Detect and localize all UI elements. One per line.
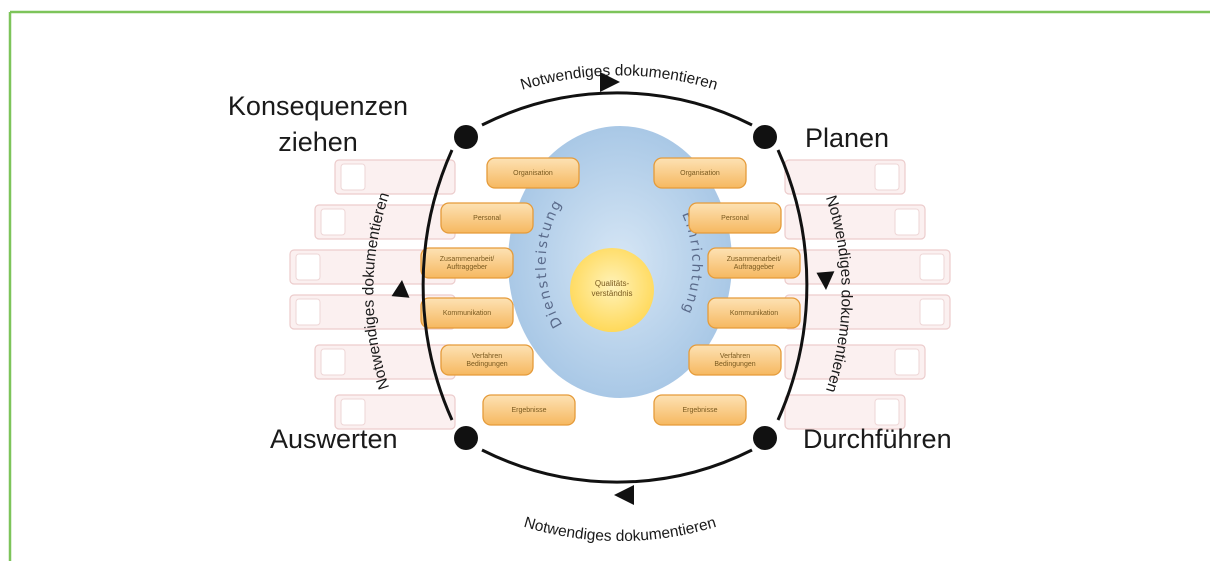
arc-label-top: Notwendiges dokumentieren	[519, 62, 720, 93]
boxes-left: OrganisationPersonalZusammenarbeit/Auftr…	[420, 157, 580, 426]
background-book	[784, 204, 926, 240]
dot-top-right	[753, 125, 777, 149]
cycle-arc-right	[776, 149, 809, 421]
category-box-label: Zusammenarbeit/Auftraggeber	[440, 256, 495, 271]
category-box: Kommunikation	[707, 297, 801, 329]
category-box-label: Organisation	[513, 170, 553, 177]
arrow-bottom	[614, 485, 634, 505]
dot-bottom-right	[753, 426, 777, 450]
center-core-label: Qualitäts-verständnis	[592, 279, 633, 298]
background-book	[784, 249, 951, 285]
background-books	[289, 159, 951, 430]
cycle-arc-left	[421, 149, 454, 421]
stage-label-bottom-right: Durchführen	[803, 424, 952, 454]
arrow-right	[816, 271, 835, 290]
category-box-label: Zusammenarbeit/Auftraggeber	[727, 256, 782, 271]
stage-label-bottom-left: Auswerten	[270, 424, 398, 454]
category-box-label: Organisation	[680, 170, 720, 177]
dot-bottom-left	[454, 426, 478, 450]
arrow-top	[600, 72, 620, 92]
dot-top-left	[454, 125, 478, 149]
category-box: Personal	[688, 202, 782, 234]
category-box-label: Kommunikation	[443, 310, 491, 317]
arc-label-bottom: Notwendiges dokumentieren	[522, 514, 718, 545]
background-book	[334, 159, 456, 195]
arrow-left	[391, 280, 410, 298]
category-box-label: Ergebnisse	[682, 407, 717, 414]
category-box: Ergebnisse	[653, 394, 747, 426]
background-book	[784, 344, 926, 380]
background-book	[784, 394, 906, 430]
background-book	[784, 294, 951, 330]
cycle-arc-bottom	[481, 448, 753, 484]
background-book	[784, 159, 906, 195]
category-box-label: Personal	[473, 215, 501, 222]
category-box: Zusammenarbeit/Auftraggeber	[420, 247, 514, 279]
background-book	[334, 394, 456, 430]
boxes-right: OrganisationPersonalZusammenarbeit/Auftr…	[653, 157, 801, 426]
category-box-label: Personal	[721, 215, 749, 222]
category-box: Zusammenarbeit/Auftraggeber	[707, 247, 801, 279]
cycle-arc-top	[481, 91, 753, 127]
category-box: Organisation	[486, 157, 580, 189]
category-box-label: Kommunikation	[730, 310, 778, 317]
category-box: Kommunikation	[420, 297, 514, 329]
category-box: Ergebnisse	[482, 394, 576, 426]
category-box: Organisation	[653, 157, 747, 189]
stage-label-top-right: Planen	[805, 123, 889, 153]
background-book	[289, 249, 456, 285]
category-box-label: Ergebnisse	[511, 407, 546, 414]
category-box: Personal	[440, 202, 534, 234]
center-core	[570, 248, 654, 332]
